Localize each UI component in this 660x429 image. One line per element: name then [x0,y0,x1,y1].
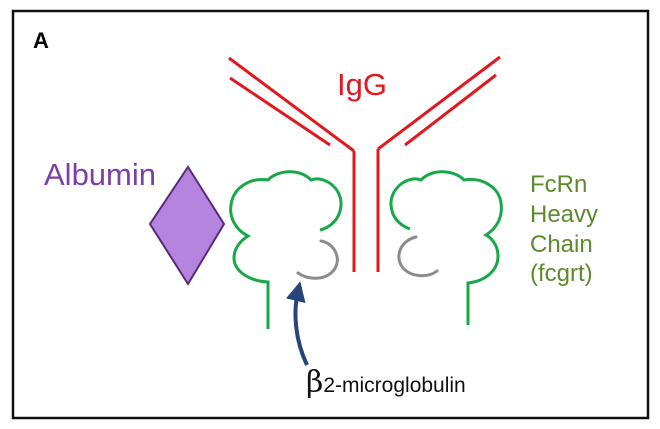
b2m-label: β2-microglobulin [306,365,466,400]
fcrn-label-line-3: Chain [530,231,593,258]
igg-label: IgG [337,67,387,102]
fcrn-label-line-2: Heavy [530,201,598,228]
panel-letter: A [33,28,49,53]
igg-antibody [228,55,501,272]
b2m-left [296,239,339,280]
igg-right-arm-outer [377,55,501,151]
igg-left-arm-inner [229,76,331,147]
panel-frame [11,9,650,420]
albumin-shape [148,165,226,286]
b2m-label-text: 2-microglobulin [323,374,465,397]
fcrn-label-line-4: (fcgrt) [530,260,593,287]
b2m-right [397,235,439,278]
igg-left-arm-outer [228,56,355,153]
fcrn-heavy-chain-right [389,170,503,325]
fcrn-label-line-1: FcRn [530,171,587,198]
albumin-label: Albumin [44,157,156,192]
fcrn-heavy-chain-left [229,170,343,329]
b2m-pointer-arrow [285,281,309,366]
b2m-label-greek: β [306,365,323,400]
igg-right-arm-inner [404,73,497,147]
fcrn-label: FcRn Heavy Chain (fcgrt) [530,171,598,287]
